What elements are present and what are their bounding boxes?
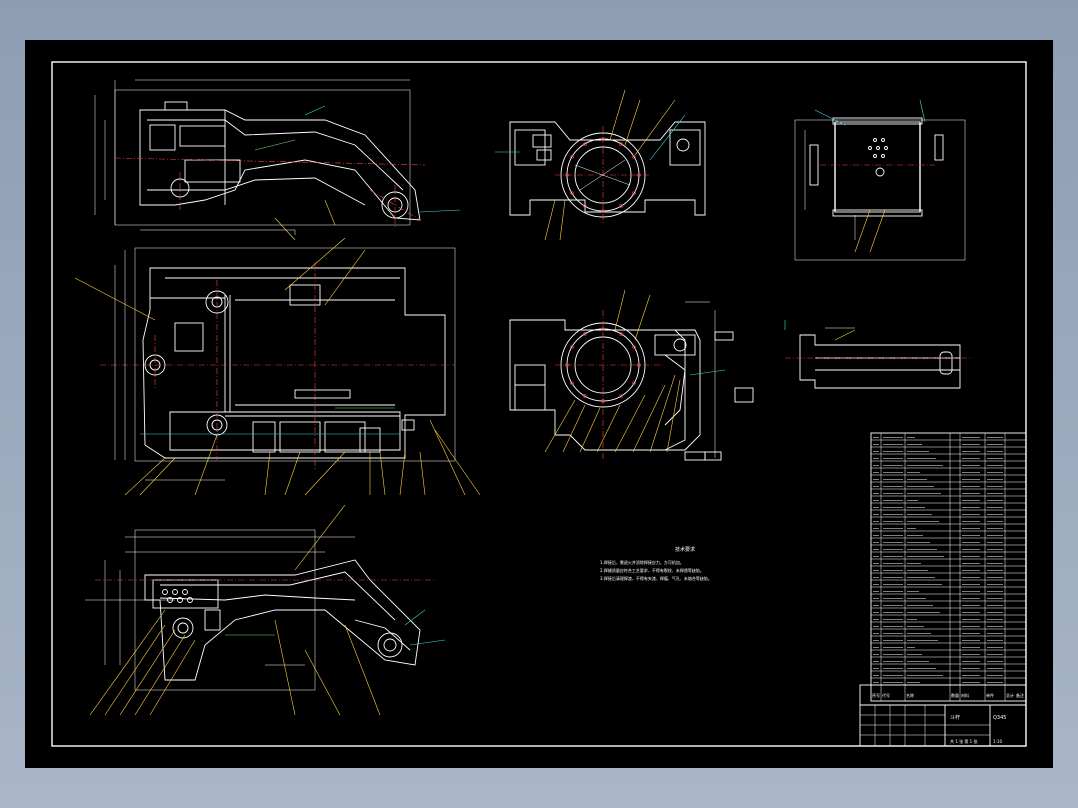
tech-note-2: 2.焊缝质量应符合工艺要求，不得有裂纹、未焊透等缺陷。 [600,567,704,573]
title-block-sheet: 共 1 张 第 1 张 [950,738,977,744]
bom-header-cell: 数量 [951,692,959,698]
bom-header-cell: 序号 [872,692,880,698]
bom-header-cell: 单件 [986,692,994,698]
plan-view [74,237,481,496]
cad-drawing: 技术要求 1.焊接后，需退火并消除焊接应力，方可机加。 2.焊缝质量应符合工艺要… [51,61,1027,747]
title-block-scale: 1:10 [993,739,1002,744]
technical-notes: 技术要求 1.焊接后，需退火并消除焊接应力，方可机加。 2.焊缝质量应符合工艺要… [600,546,712,581]
ring-bolt-holes [565,137,641,213]
title-block-name: 斗杆 [950,714,960,721]
side-view-upper [94,79,461,241]
bom-header-cell: 名称 [906,692,914,698]
tech-note-1: 1.焊接后，需退火并消除焊接应力，方可机加。 [600,559,684,565]
cad-drawing-viewport[interactable]: 技术要求 1.焊接后，需退火并消除焊接应力，方可机加。 2.焊缝质量应符合工艺要… [25,40,1053,768]
section-view-ring [509,289,754,461]
title-block-material: Q345 [993,715,1006,721]
bom-table: 序号代号 名称 数量材料 单件 总计备注 [870,432,1027,702]
bom-header-cell: 材料 [961,692,969,698]
tech-notes-title: 技术要求 [675,546,695,553]
end-view-ring [495,89,706,241]
bom-border [870,432,1027,702]
bom-header-cell: 总计 [1006,692,1014,698]
title-block: 斗杆 Q345 共 1 张 第 1 张 1:10 [859,684,1027,747]
bom-header-cell: 备注 [1016,692,1024,698]
tech-note-3: 3.焊接后清理焊渣，不得有夹渣、焊瘤、气孔、未熔合等缺陷。 [600,575,712,581]
section-view-small [794,99,966,261]
bom-header-cell: 代号 [882,692,890,698]
section-view-lower [85,504,446,716]
partial-side-view [784,320,970,389]
drawing-frame [51,61,1027,747]
